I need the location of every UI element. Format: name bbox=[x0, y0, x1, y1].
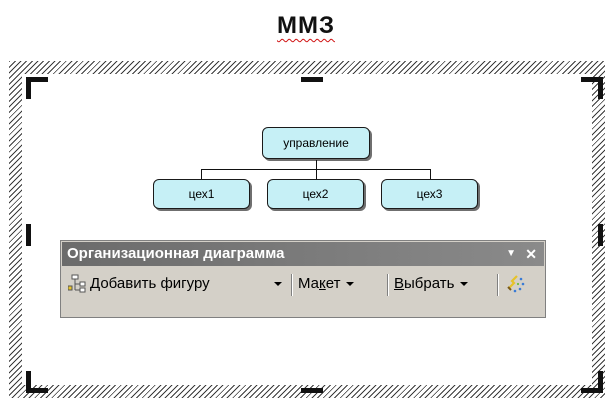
layout-label-part2: ет bbox=[325, 275, 341, 292]
add-shape-dropdown[interactable] bbox=[270, 268, 286, 300]
slide-title: ММЗ bbox=[276, 12, 336, 39]
toolbar-titlebar[interactable]: Организационная диаграмма ▼ ✕ bbox=[62, 242, 544, 266]
diagram-canvas[interactable] bbox=[22, 74, 592, 385]
autoformat-icon bbox=[505, 273, 527, 295]
connector-child-1 bbox=[201, 169, 202, 179]
handle-left-middle[interactable] bbox=[26, 224, 31, 246]
toolbar-separator bbox=[497, 274, 498, 296]
diagram-frame[interactable] bbox=[9, 61, 605, 398]
add-shape-hotkey: Д bbox=[90, 275, 101, 292]
toolbar-title: Организационная диаграмма bbox=[67, 245, 285, 262]
toolbar-separator bbox=[291, 274, 292, 296]
autoformat-button[interactable] bbox=[505, 268, 535, 300]
layout-menu-button[interactable]: Макет bbox=[298, 268, 386, 300]
select-menu-button[interactable]: Выбрать bbox=[394, 268, 492, 300]
dropdown-arrow-icon bbox=[274, 282, 282, 287]
toolbar-row: Добавить фигуру Макет Выбрать bbox=[62, 268, 544, 300]
toolbar-options-dropdown-icon[interactable]: ▼ bbox=[506, 248, 516, 259]
toolbar-separator bbox=[387, 274, 388, 296]
add-shape-button[interactable]: Добавить фигуру bbox=[67, 268, 286, 300]
layout-hotkey: к bbox=[319, 275, 326, 292]
add-shape-icon bbox=[67, 274, 86, 294]
handle-right-middle[interactable] bbox=[598, 224, 603, 246]
connector-child-2 bbox=[316, 169, 317, 179]
select-label: ыбрать bbox=[404, 275, 455, 292]
add-shape-label: обавить фигуру bbox=[100, 275, 210, 292]
select-hotkey: В bbox=[394, 275, 405, 292]
layout-label-part1: Ма bbox=[298, 275, 320, 292]
handle-bottom-middle[interactable] bbox=[301, 388, 323, 393]
connector-root bbox=[316, 160, 317, 170]
org-box-root[interactable]: управление bbox=[262, 127, 370, 159]
dropdown-arrow-icon bbox=[460, 282, 469, 287]
org-box-child-3[interactable]: цех3 bbox=[381, 179, 478, 209]
org-box-child-2[interactable]: цех2 bbox=[267, 179, 364, 209]
org-box-child-1[interactable]: цех1 bbox=[153, 179, 250, 209]
connector-child-3 bbox=[430, 169, 431, 179]
handle-top-middle[interactable] bbox=[301, 77, 323, 82]
toolbar-close-icon[interactable]: ✕ bbox=[525, 246, 537, 262]
dropdown-arrow-icon bbox=[346, 282, 355, 287]
org-chart-toolbar[interactable]: Организационная диаграмма ▼ ✕ Добавить ф… bbox=[60, 240, 546, 318]
